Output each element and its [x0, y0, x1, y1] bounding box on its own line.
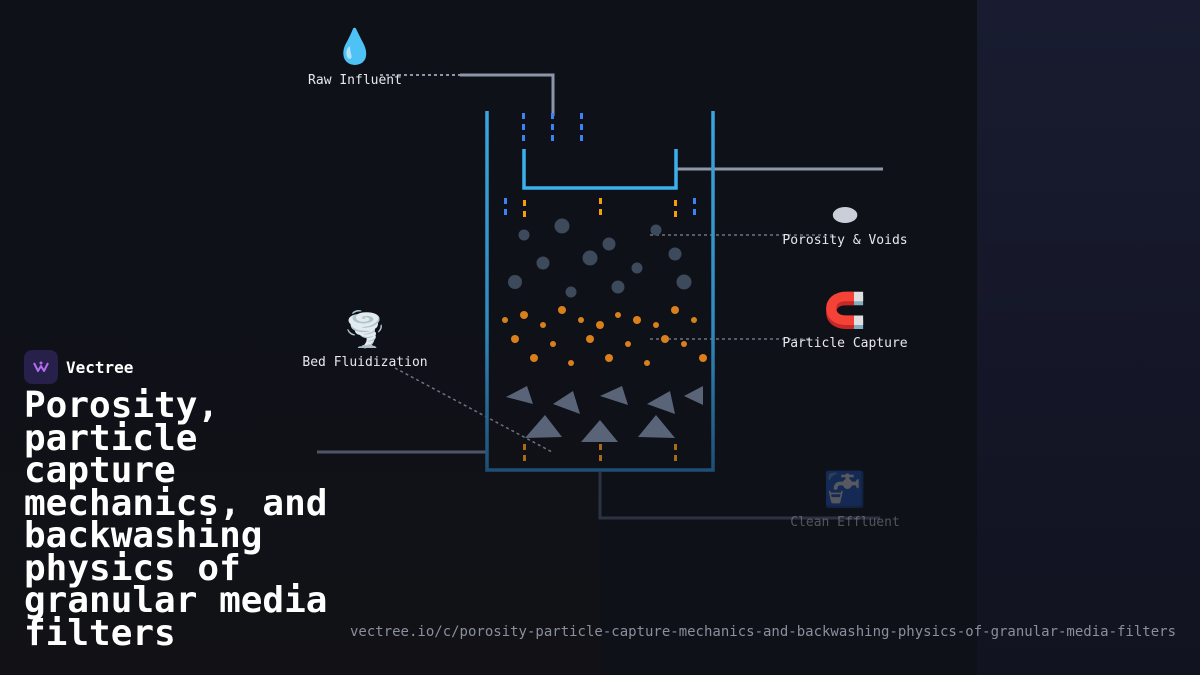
page-title: Porosity, particle capture mechanics, an… [24, 385, 328, 654]
page-url: vectree.io/c/porosity-particle-capture-m… [349, 624, 1176, 640]
fluidization-connector [394, 367, 553, 453]
raw-influent-label: Raw Influent [308, 73, 402, 88]
wash-trough [522, 149, 678, 190]
effluent-pipe [598, 472, 880, 520]
anthracite-layer [506, 386, 703, 442]
incoming-water-drops [504, 113, 696, 215]
bed-fluidization-label: Bed Fluidization [302, 355, 428, 370]
magnet-icon: 🧲 [823, 291, 867, 331]
sand-layer [502, 306, 707, 366]
porous-disc-icon: ⬬ [832, 198, 858, 233]
filter-tank [485, 111, 715, 472]
gravel-layer [508, 218, 692, 298]
faucet-icon: 🚰 [823, 470, 867, 510]
tornado-icon: 🌪️ [343, 310, 387, 350]
brand: Vectree [24, 350, 133, 384]
porosity-voids-label: Porosity & Voids [782, 233, 908, 248]
influent-pipe [460, 73, 555, 116]
vectree-logo-icon [24, 350, 58, 384]
brand-name: Vectree [66, 357, 134, 377]
particle-capture-label: Particle Capture [782, 336, 908, 351]
water-drop-icon: 💧 [333, 27, 377, 67]
clean-effluent-label: Clean Effluent [790, 515, 900, 530]
background-glow [977, 0, 1200, 675]
backwash-drops-bottom [523, 444, 677, 461]
background-fade [0, 300, 600, 675]
backwash-drops-top [523, 198, 677, 217]
